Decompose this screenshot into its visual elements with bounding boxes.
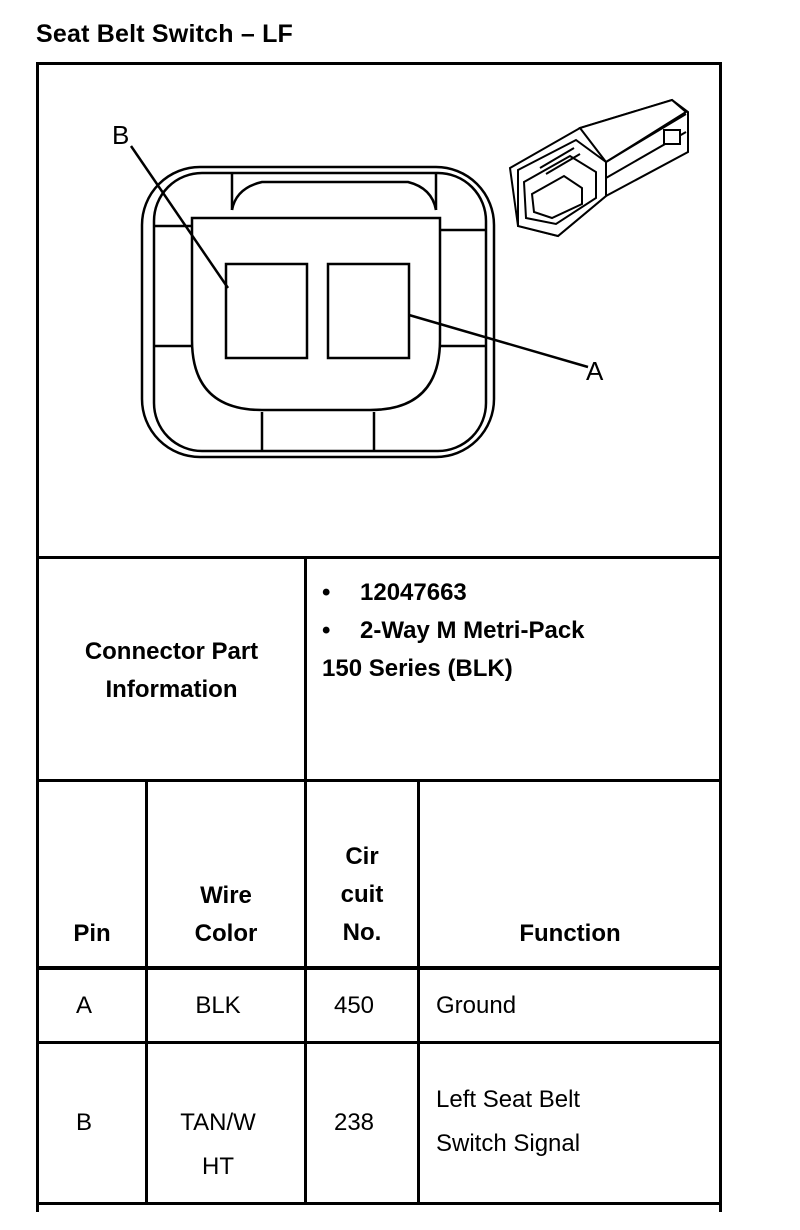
row-b-circuit: 238 (333, 1109, 375, 1136)
row-b-pin: B (75, 1109, 92, 1136)
row-b-function-line2: Switch Signal (436, 1130, 581, 1157)
divider-col-pin (145, 781, 148, 1205)
row-a-function: Ground (436, 992, 517, 1019)
row-b-wire-color-line1: TAN/W (180, 1109, 256, 1136)
row-b-wire-color: TAN/W HT (148, 1101, 288, 1189)
pin-label-b: B (112, 120, 130, 150)
connector-info-details: • 12047663 • 2-Way M Metri-Pack 150 Series… (322, 574, 718, 688)
connector-info-label-line2: Information (105, 676, 238, 703)
header-circuit-line3: No. (342, 919, 382, 946)
part-number: 12047663 (360, 579, 467, 606)
divider-header-bottom (36, 966, 722, 970)
connector-info-label: Connector Part Information (39, 633, 304, 709)
bullet-icon: • (322, 579, 331, 606)
header-function: Function (519, 920, 621, 947)
header-wire-color-line1: Wire (200, 882, 252, 909)
divider-info-column (304, 558, 307, 781)
connector-info-label-line1: Connector Part (84, 638, 259, 665)
description-line1: 2-Way M Metri-Pack (360, 617, 585, 644)
divider-info-bottom (36, 779, 722, 782)
header-pin: Pin (73, 920, 111, 947)
header-circuit-line2: cuit (340, 881, 384, 908)
part-number-item: • 12047663 (322, 574, 718, 612)
header-wire-color-line2: Color (194, 920, 258, 947)
connector-face-diagram (129, 98, 689, 459)
row-b-wire-color-line2: HT (202, 1153, 234, 1180)
row-a-pin: A (75, 992, 92, 1019)
connector-frame (36, 62, 722, 1212)
header-circuit: Cir cuit No. (307, 838, 417, 952)
row-a-wire-color: BLK (195, 992, 241, 1019)
header-circuit-line1: Cir (345, 843, 379, 870)
divider-row-a-bottom (36, 1041, 722, 1044)
description-line2: 150 Series (BLK) (322, 655, 513, 682)
bullet-icon: • (322, 617, 331, 644)
row-b-function: Left Seat Belt Switch Signal (436, 1078, 580, 1166)
divider-diagram-bottom (36, 556, 722, 559)
header-wire-color: Wire Color (148, 877, 304, 953)
divider-col-circuit (417, 781, 420, 1205)
description-item: • 2-Way M Metri-Pack (322, 612, 718, 650)
page-title: Seat Belt Switch – LF (36, 20, 294, 48)
pin-label-a: A (586, 356, 604, 386)
divider-table-bottom (36, 1202, 722, 1205)
row-b-function-line1: Left Seat Belt (436, 1086, 581, 1113)
row-a-circuit: 450 (333, 992, 375, 1019)
divider-col-wire (304, 781, 307, 1205)
